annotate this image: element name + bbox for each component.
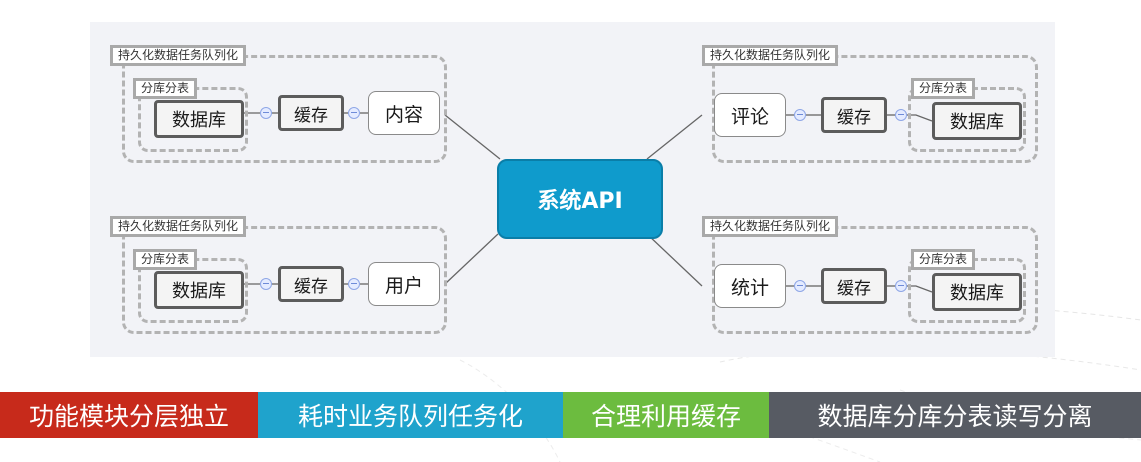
persist-queue-tag-stats: 持久化数据任务队列化 <box>702 216 839 237</box>
module-node-content[interactable]: 内容 <box>368 91 440 135</box>
persist-queue-tag-comment: 持久化数据任务队列化 <box>702 45 839 66</box>
banner-module-layering: 功能模块分层独立 <box>0 392 258 438</box>
module-node-comment[interactable]: 评论 <box>714 93 786 137</box>
shard-tag-stats: 分库分表 <box>911 249 976 270</box>
cache-node-stats[interactable]: 缓存 <box>821 268 887 304</box>
persist-queue-group-user <box>122 226 447 334</box>
database-node-comment[interactable]: 数据库 <box>932 102 1022 140</box>
center-node-system-api[interactable]: 系统API <box>497 159 663 239</box>
database-node-stats[interactable]: 数据库 <box>932 273 1022 311</box>
persist-queue-group-stats <box>712 226 1038 334</box>
module-node-stats[interactable]: 统计 <box>714 264 786 308</box>
banner-db-sharding: 数据库分库分表读写分离 <box>769 392 1141 438</box>
collapse-toggle-icon[interactable] <box>260 107 272 119</box>
collapse-toggle-icon[interactable] <box>348 278 360 290</box>
banner-cache-usage: 合理利用缓存 <box>563 392 769 438</box>
collapse-toggle-icon[interactable] <box>895 280 907 292</box>
persist-queue-group-content <box>122 55 447 163</box>
banner-task-queue: 耗时业务队列任务化 <box>258 392 563 438</box>
shard-tag-comment: 分库分表 <box>911 78 976 99</box>
collapse-toggle-icon[interactable] <box>794 280 806 292</box>
persist-queue-group-comment <box>712 55 1038 163</box>
module-node-user[interactable]: 用户 <box>368 262 440 306</box>
collapse-toggle-icon[interactable] <box>348 107 360 119</box>
collapse-toggle-icon[interactable] <box>895 109 907 121</box>
database-node-content[interactable]: 数据库 <box>154 100 244 138</box>
database-node-user[interactable]: 数据库 <box>154 271 244 309</box>
cache-node-content[interactable]: 缓存 <box>278 95 344 131</box>
collapse-toggle-icon[interactable] <box>260 278 272 290</box>
shard-tag-content: 分库分表 <box>133 78 198 99</box>
collapse-toggle-icon[interactable] <box>794 109 806 121</box>
cache-node-comment[interactable]: 缓存 <box>821 97 887 133</box>
shard-tag-user: 分库分表 <box>133 249 198 270</box>
persist-queue-tag-user: 持久化数据任务队列化 <box>110 216 247 237</box>
cache-node-user[interactable]: 缓存 <box>278 266 344 302</box>
persist-queue-tag-content: 持久化数据任务队列化 <box>110 45 247 66</box>
